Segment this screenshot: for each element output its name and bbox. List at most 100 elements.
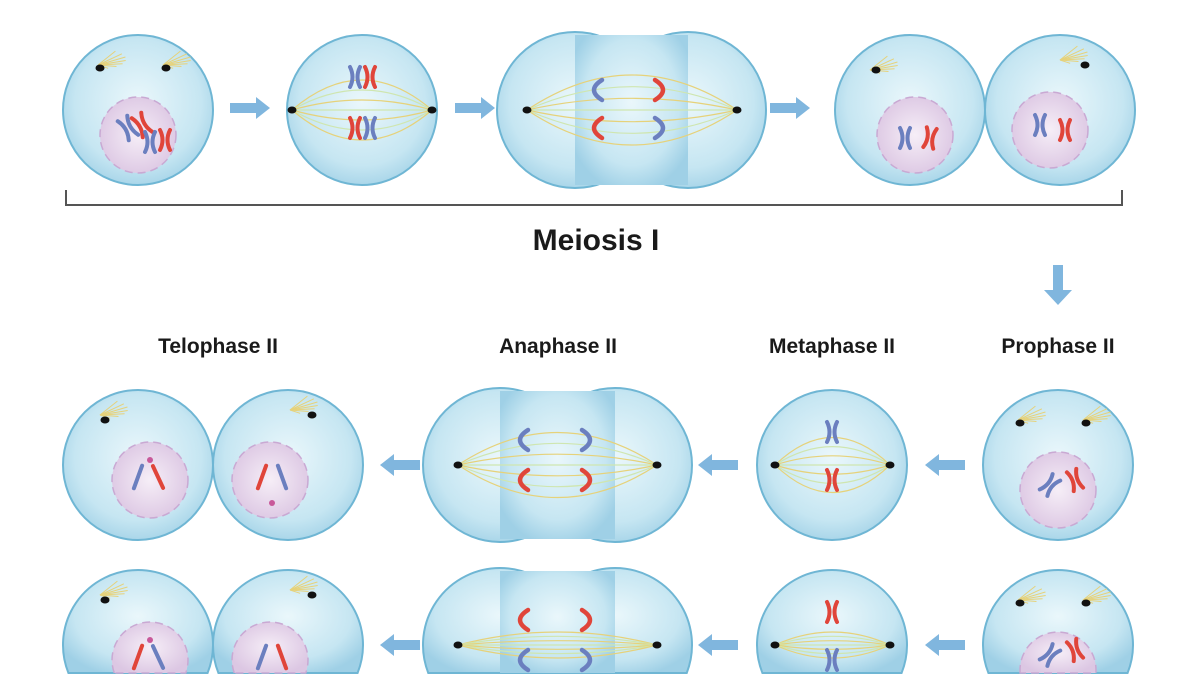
chromosome [115, 113, 141, 143]
label-telophase-ii: Telophase II [158, 335, 278, 358]
chromatid [275, 643, 289, 671]
chromatid [517, 647, 531, 673]
chromatid [591, 77, 605, 103]
chromatid [131, 643, 145, 671]
chromosome [1064, 636, 1086, 664]
spindle-fiber [774, 635, 891, 646]
nucleus [876, 96, 954, 174]
spindle-fiber [774, 631, 891, 646]
chromatid [348, 65, 362, 89]
aster-fiber [1017, 408, 1043, 421]
centrosome [1015, 419, 1025, 427]
aster-fiber [1017, 595, 1046, 601]
arrow-left-icon [380, 634, 420, 656]
aster-fiber [1017, 411, 1046, 421]
chromatid [150, 464, 166, 490]
centrosome [287, 106, 297, 114]
aster-fiber [1059, 45, 1078, 61]
aster [289, 575, 318, 594]
spindle-fiber [774, 446, 891, 466]
chromosome [129, 110, 155, 140]
aster [1059, 45, 1088, 64]
aster-fiber [1017, 585, 1036, 601]
centrosome [307, 411, 317, 419]
aster [289, 395, 318, 414]
spindle-fiber [774, 455, 891, 466]
chromatid [363, 116, 377, 140]
aster-fiber [1059, 48, 1085, 61]
chromosome [348, 116, 362, 140]
chromosome [1033, 113, 1047, 137]
centrosome [522, 106, 532, 114]
spindle-fiber [774, 464, 891, 475]
chromatid [1064, 636, 1086, 664]
chromatid [517, 467, 531, 493]
label-prophase-ii: Prophase II [1001, 335, 1114, 358]
chromatid [1037, 642, 1063, 668]
spindle-fiber [457, 464, 658, 498]
aster-fiber [162, 53, 188, 66]
chromosome [143, 130, 157, 154]
aster-fiber [1082, 415, 1111, 421]
arrow-left-icon [925, 634, 965, 656]
spindle-fiber [457, 464, 658, 488]
centrosome [1081, 419, 1091, 427]
arrow-right-icon [455, 97, 495, 119]
centrosome [100, 596, 110, 604]
spindle-fiber [457, 644, 658, 659]
spindle-fiber [774, 437, 891, 466]
chromosome [825, 468, 839, 492]
chromatid [363, 65, 377, 89]
chromatid [517, 607, 531, 633]
chromosome [363, 65, 377, 89]
spindle-fiber [457, 640, 658, 646]
chromatid [275, 463, 289, 491]
aster-fiber [289, 578, 315, 591]
spindle-fiber [457, 644, 658, 655]
aster-fiber [1082, 408, 1108, 421]
chromatid [1064, 466, 1086, 494]
chromatid [825, 468, 839, 492]
aster-fiber [99, 400, 118, 416]
chromosome [921, 125, 939, 151]
centrosome [770, 641, 780, 649]
arrow-left-icon [698, 634, 738, 656]
spindle-fiber [457, 635, 658, 646]
spindle-fiber [526, 97, 738, 111]
chromatid [131, 463, 145, 491]
spindle [526, 74, 738, 146]
chromatid [1033, 113, 1047, 137]
aster-fiber [97, 53, 123, 66]
aster-fiber [99, 583, 125, 596]
nucleus [231, 621, 309, 674]
chromatid [652, 115, 666, 141]
aster-fiber [97, 56, 126, 66]
aster-fiber [289, 585, 318, 591]
chromatid [898, 126, 912, 150]
spindle-fiber [291, 109, 433, 121]
chromatid [1058, 118, 1072, 142]
spindle-fiber [774, 644, 891, 655]
chromatid [255, 463, 269, 491]
spindle-fiber [526, 109, 738, 134]
chromatid [579, 607, 593, 633]
aster-fiber [289, 401, 318, 411]
cell [982, 569, 1135, 674]
chromosome [825, 648, 839, 672]
aster-fiber [1017, 415, 1046, 421]
chromatid [825, 600, 839, 624]
spindle-fiber [291, 109, 433, 141]
chromosome [825, 420, 839, 444]
aster-fiber [1059, 55, 1088, 61]
chromatid [348, 116, 362, 140]
spindle [291, 79, 433, 141]
spindle-fiber [457, 644, 658, 650]
centrosome [307, 591, 317, 599]
arrow-left-icon [925, 454, 965, 476]
aster-fiber [97, 60, 126, 66]
chromatid [825, 420, 839, 444]
aster [99, 580, 128, 599]
aster-fiber [289, 405, 318, 411]
chromatid [150, 644, 166, 670]
